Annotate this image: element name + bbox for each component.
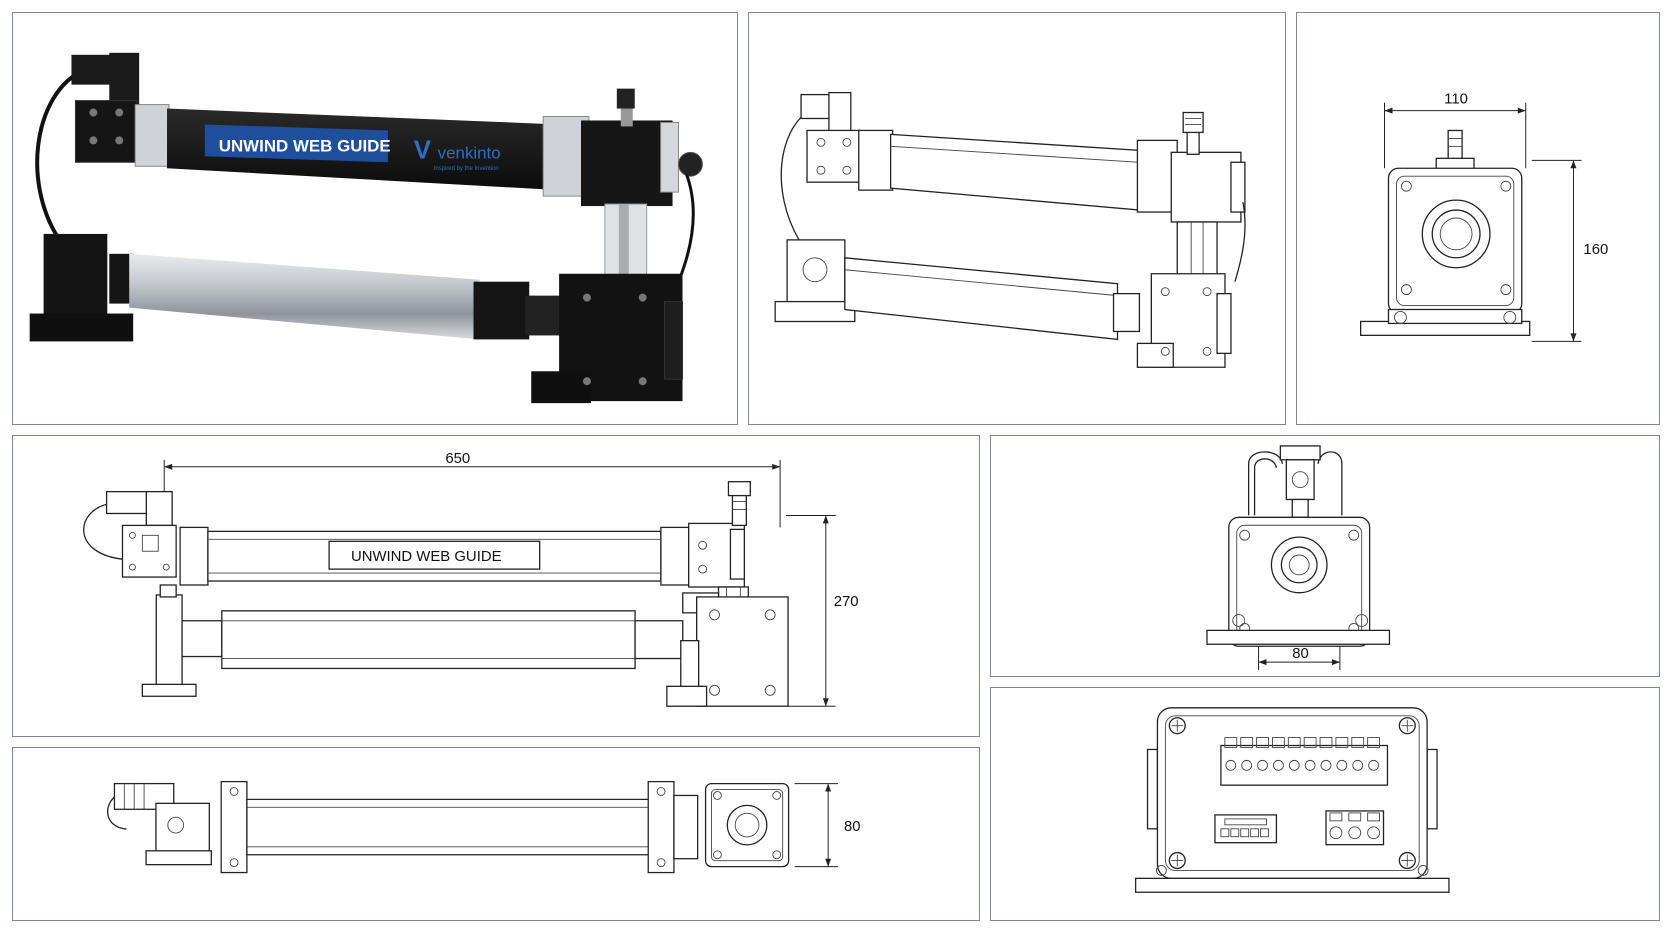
- top-view-panel: 80: [12, 747, 980, 921]
- side-view-drawing: 110 160: [1360, 92, 1608, 342]
- product-photo: UNWIND WEB GUIDE V venkinto Inspired by …: [29, 52, 703, 404]
- controller-panel: [990, 687, 1660, 921]
- dim-top-depth: 80: [844, 819, 860, 835]
- dim-front-height: 270: [834, 594, 859, 610]
- dim-end-width: 80: [1292, 646, 1309, 662]
- dim-front-length: 650: [445, 451, 470, 467]
- terminal-pins-top: [1224, 737, 1380, 771]
- photo-brand: venkinto: [438, 143, 501, 162]
- dim-side-height: 160: [1583, 242, 1608, 258]
- photo-brand-tagline: Inspired by the Invention: [434, 166, 499, 172]
- front-view-drawing: 650 270 UNWIND WEB GUIDE: [83, 451, 859, 707]
- dim-side-width: 110: [1444, 92, 1468, 108]
- controller-drawing: [1134, 707, 1450, 893]
- end-view-panel: 80: [990, 435, 1660, 677]
- isometric-drawing-panel: [748, 12, 1286, 425]
- front-view-panel: 650 270 UNWIND WEB GUIDE: [12, 435, 980, 737]
- isometric-drawing: [774, 91, 1246, 368]
- side-view-panel: 110 160: [1296, 12, 1660, 425]
- photo-label-text: UNWIND WEB GUIDE: [219, 136, 391, 155]
- front-label-text: UNWIND WEB GUIDE: [351, 549, 502, 565]
- end-view-drawing: 80: [1206, 445, 1391, 671]
- svg-text:V: V: [414, 136, 432, 164]
- top-view-drawing: 80: [107, 780, 860, 874]
- product-photo-panel: UNWIND WEB GUIDE V venkinto Inspired by …: [12, 12, 738, 425]
